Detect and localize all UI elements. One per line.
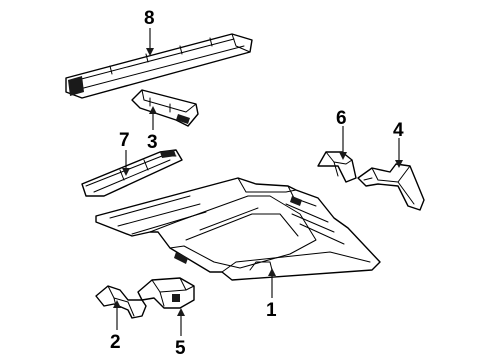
arrow-1	[268, 268, 276, 276]
arrow-6	[339, 152, 347, 160]
arrow-2	[113, 300, 121, 308]
arrow-3	[149, 106, 157, 114]
part-7-crossmember[interactable]	[81, 149, 183, 197]
part-1-floor-pan[interactable]	[95, 177, 381, 281]
callout-1: 1	[266, 300, 277, 321]
part-2-bracket[interactable]	[95, 285, 147, 319]
callout-3: 3	[147, 132, 158, 153]
arrow-4	[395, 160, 403, 168]
callout-2: 2	[110, 332, 121, 353]
callout-6: 6	[336, 108, 347, 129]
part-5-bracket[interactable]	[137, 277, 195, 309]
part-3-crossmember[interactable]	[131, 89, 199, 127]
callout-8: 8	[144, 8, 155, 29]
leader-lines	[113, 28, 403, 336]
part-8-rail[interactable]	[65, 33, 253, 99]
callout-5: 5	[175, 338, 186, 359]
callout-7: 7	[119, 130, 130, 151]
arrow-5	[177, 308, 185, 316]
part-4-bracket[interactable]	[357, 163, 425, 211]
arrow-8	[146, 48, 154, 56]
part-6-bracket[interactable]	[317, 151, 357, 183]
callout-4: 4	[393, 120, 404, 141]
arrow-7	[122, 168, 130, 176]
